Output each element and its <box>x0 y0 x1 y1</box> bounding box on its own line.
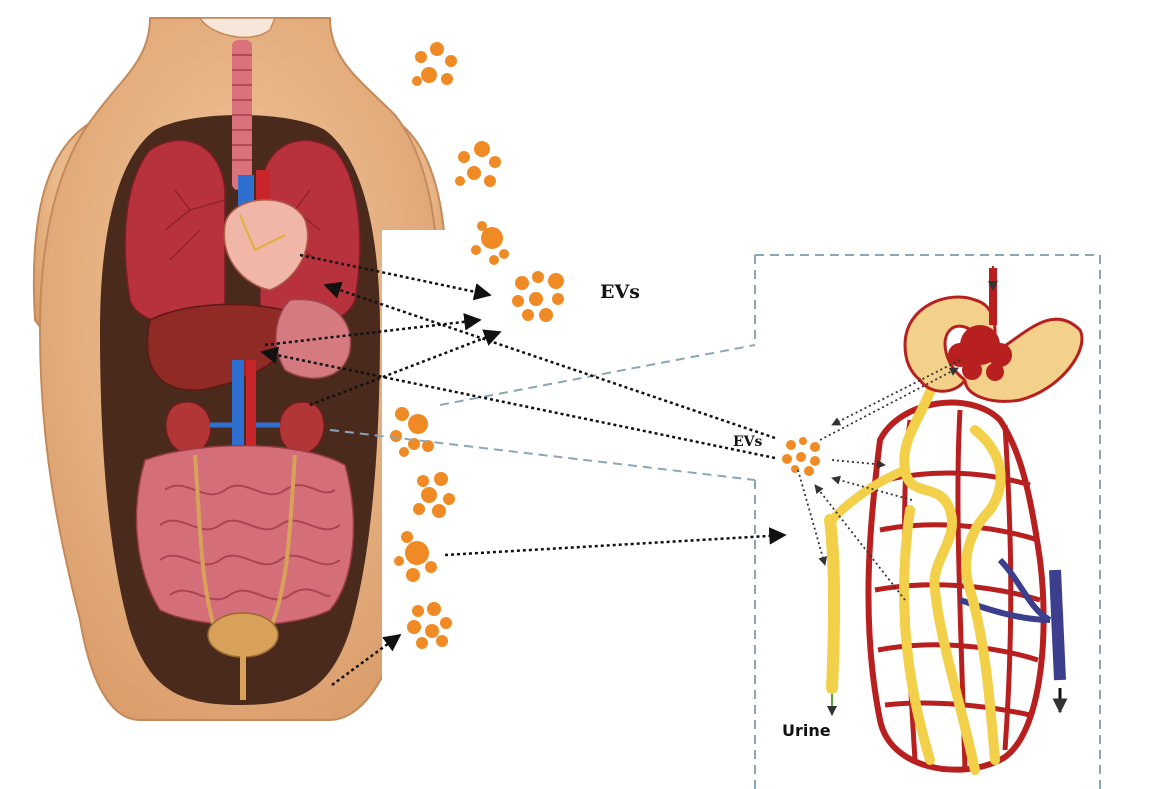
left-lung <box>125 140 225 324</box>
urine-label: Urine <box>782 721 831 740</box>
vesicle-cluster-evs-top <box>512 271 564 322</box>
vesicle-cluster-evs-kidney <box>782 437 820 476</box>
nephron <box>830 266 1082 770</box>
evs-label-kidney: EVs <box>733 434 763 450</box>
collecting-duct <box>830 520 834 688</box>
urethra <box>240 655 246 700</box>
vesicle-cluster-1 <box>412 42 457 86</box>
vesicle-cluster-2 <box>455 141 501 187</box>
intestines <box>137 446 354 625</box>
renal-vein <box>1055 570 1060 680</box>
right-kidney <box>279 402 324 454</box>
bladder <box>208 613 278 657</box>
tubules <box>904 380 1001 770</box>
left-kidney <box>166 402 211 454</box>
evs-label-top: EVs <box>600 281 640 303</box>
